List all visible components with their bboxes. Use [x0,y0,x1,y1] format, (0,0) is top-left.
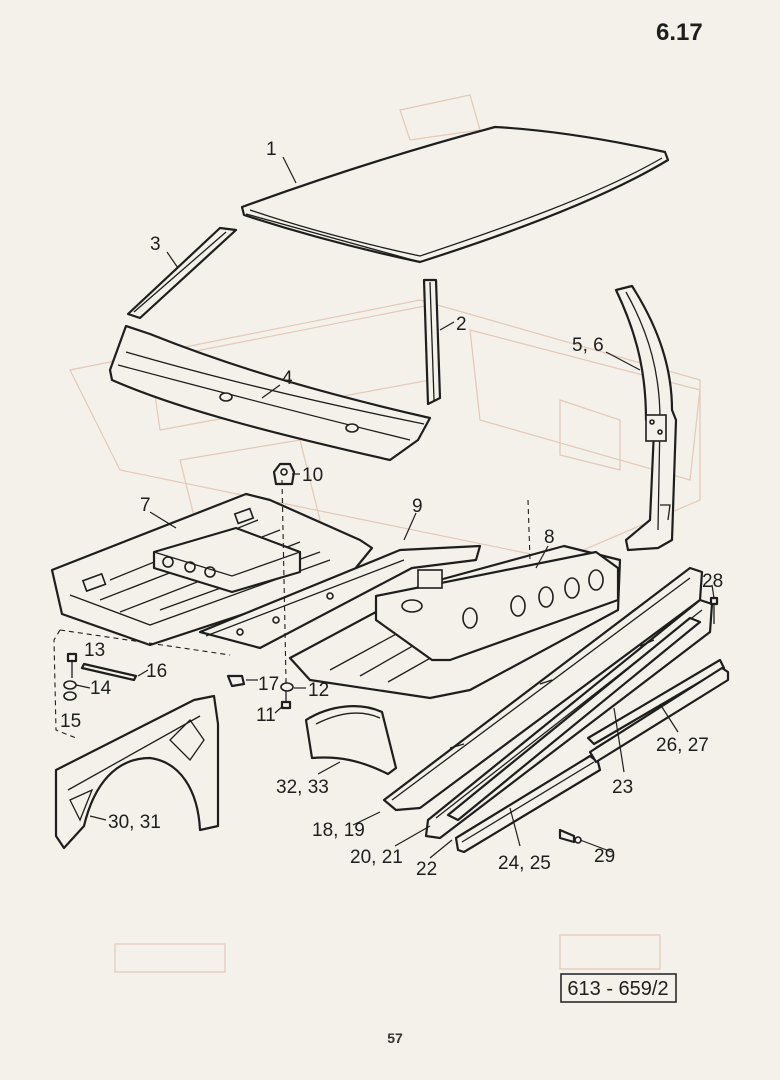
label-10: 10 [302,465,323,486]
label-26-27: 26, 27 [656,735,709,756]
label-22: 22 [416,859,437,880]
part-labels: 1 2 3 4 5, 6 7 8 9 10 11 12 13 14 15 16 … [60,139,723,880]
part-tunnel [198,544,482,650]
label-20-21: 20, 21 [350,847,403,868]
drawing-reference: 613 - 659/2 [560,973,677,1003]
label-9: 9 [412,496,423,517]
label-16: 16 [146,661,167,682]
leader-lines [75,156,715,859]
part-wheel-arch-panel [304,705,398,776]
dashed-grouping-lines [53,479,531,739]
label-29: 29 [594,846,615,867]
page-number: 57 [387,1030,403,1046]
part-jacking-channel-front [454,754,602,854]
part-cowl-panel [108,324,432,462]
label-30-31: 30, 31 [108,812,161,833]
label-14: 14 [90,678,112,699]
show-through-ghost [69,94,701,973]
part-roof-panel [240,125,670,264]
label-8: 8 [544,527,555,548]
part-rubber-mount [272,462,296,486]
label-2: 2 [456,314,467,335]
label-18-19: 18, 19 [312,820,365,841]
label-28: 28 [702,571,723,592]
label-12: 12 [308,680,329,701]
label-24-25: 24, 25 [498,853,551,874]
label-13: 13 [84,640,105,661]
label-11: 11 [256,705,276,726]
part-wing-inner [54,694,220,850]
label-3: 3 [150,234,161,255]
part-sill-reinforcement-long [446,616,702,822]
part-rear-pillar [614,284,678,552]
part-rear-floor-panel [288,544,622,700]
label-7: 7 [140,495,151,516]
label-23: 23 [612,777,633,798]
drawing-reference-text: 613 - 659/2 [567,978,668,1000]
label-15: 15 [60,711,81,732]
label-17: 17 [258,674,279,695]
label-5-6: 5, 6 [572,335,604,356]
part-windscreen-side-strip [126,226,238,320]
part-centre-pillar-strip [422,278,442,406]
label-32-33: 32, 33 [276,777,329,798]
part-fasteners [63,652,294,710]
label-1: 1 [266,139,277,160]
part-front-floor-panel [50,492,374,647]
label-4: 4 [282,368,293,389]
part-jacking-point [558,828,582,844]
section-number: 6.17 [656,19,703,46]
part-jacking-channel-rear [588,666,730,764]
